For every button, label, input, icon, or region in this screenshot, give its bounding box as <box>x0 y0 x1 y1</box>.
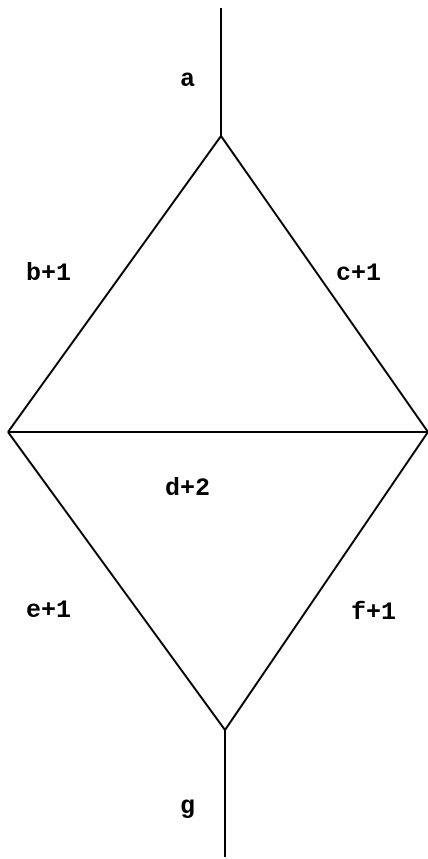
label-e: e+1 <box>26 596 71 625</box>
label-c: c+1 <box>336 259 381 288</box>
label-g: g <box>180 792 195 821</box>
edge-b <box>7 135 222 433</box>
label-a: a <box>180 65 195 94</box>
label-b: b+1 <box>26 259 71 288</box>
edge-e <box>7 431 226 731</box>
edge-c <box>220 135 428 433</box>
edge-f <box>224 431 428 731</box>
label-f: f+1 <box>351 598 396 627</box>
label-d: d+2 <box>165 474 210 503</box>
